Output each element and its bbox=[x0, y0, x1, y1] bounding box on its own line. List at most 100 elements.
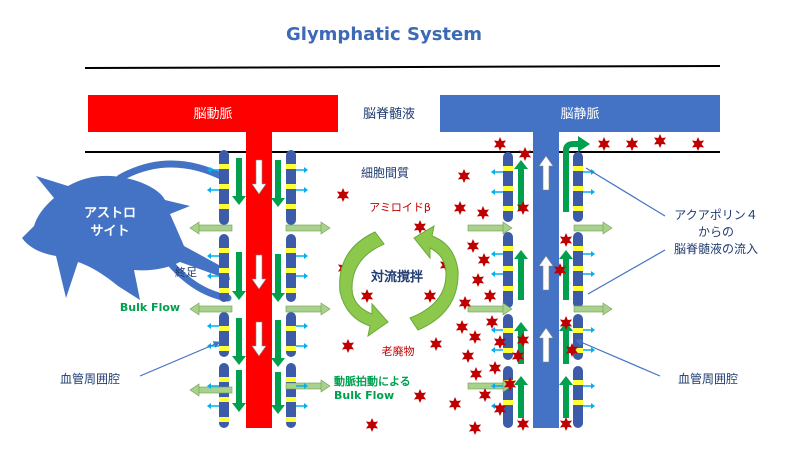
aquaporin-channel bbox=[286, 268, 296, 273]
waste-star bbox=[691, 137, 705, 151]
aquaporin-outflow-arrow-head bbox=[491, 403, 495, 409]
aquaporin-channel bbox=[503, 206, 513, 211]
waste-star bbox=[653, 134, 667, 148]
aquaporin-channel bbox=[286, 326, 296, 331]
aquaporin-channel bbox=[219, 248, 229, 253]
waste-star bbox=[461, 349, 475, 363]
aquaporin-channel bbox=[219, 204, 229, 209]
aquaporin-label-line1: アクアポリン４ bbox=[674, 208, 757, 222]
bulk-flow-arrow-vein-out-head bbox=[602, 221, 613, 235]
aquaporin-outflow-arrow-head bbox=[304, 253, 308, 259]
aquaporin-channel bbox=[503, 348, 513, 353]
endfoot-label: 終足 bbox=[175, 265, 197, 279]
waste-star bbox=[413, 389, 427, 403]
perivascular-right-label: 血管周囲腔 bbox=[678, 371, 738, 386]
astrocyte-body bbox=[22, 175, 230, 300]
aquaporin-channel bbox=[573, 206, 583, 211]
bulk-flow-arrow-vein-out-head bbox=[602, 302, 613, 316]
artery-left-flow-arrow-head bbox=[232, 356, 246, 365]
aquaporin-outflow-arrow-head bbox=[591, 383, 595, 389]
aquaporin-outflow-arrow-head bbox=[491, 271, 495, 277]
vein-left-flow-arrow-head bbox=[514, 250, 528, 259]
diagram-title: Glymphatic System bbox=[286, 24, 482, 45]
waste-star bbox=[559, 417, 573, 431]
vessel-wall-segment bbox=[573, 314, 583, 360]
bulk-flow-arrow-left-head bbox=[189, 383, 200, 397]
aquaporin-channel bbox=[286, 346, 296, 351]
waste-star bbox=[455, 320, 469, 334]
vessel-walls bbox=[219, 150, 583, 428]
waste-star bbox=[413, 220, 427, 234]
aquaporin-channel bbox=[286, 204, 296, 209]
bulk-flow-arrow-left bbox=[197, 305, 233, 313]
waste-star bbox=[503, 377, 517, 391]
aquaporin-outflow-arrow-head bbox=[207, 167, 211, 173]
artery-horizontal bbox=[88, 95, 338, 132]
waste-star bbox=[478, 388, 492, 402]
vessel-wall-segment bbox=[573, 366, 583, 428]
waste-star bbox=[559, 233, 573, 247]
astrocyte-label-line2: サイト bbox=[90, 224, 129, 239]
aquaporin-channel bbox=[503, 400, 513, 405]
waste-star bbox=[466, 239, 480, 253]
bulk-flow-arrow-vein-head bbox=[502, 302, 513, 316]
vein-flow-arrows bbox=[538, 155, 554, 363]
csf-label: 脳脊髄液 bbox=[363, 107, 415, 122]
aquaporin-channel bbox=[503, 286, 513, 291]
waste-star bbox=[336, 188, 350, 202]
aquaporin-channel bbox=[286, 248, 296, 253]
waste-star bbox=[493, 402, 507, 416]
waste-star bbox=[476, 206, 490, 220]
bulk-flow-arrow-vein bbox=[467, 224, 505, 232]
vein-outlet-flow-arrow-head bbox=[578, 136, 590, 152]
bulk-flow-label: Bulk Flow bbox=[120, 301, 180, 314]
vein-left-flow-arrow-head bbox=[514, 160, 528, 169]
artery-label: 脳動脈 bbox=[193, 107, 232, 122]
interstitium-label: 細胞間質 bbox=[361, 165, 409, 180]
artery-flow-arrow bbox=[251, 159, 267, 195]
aquaporin-outflow-arrow-head bbox=[304, 383, 308, 389]
aquaporin-channel bbox=[219, 288, 229, 293]
artery-left-flow-arrow-head bbox=[232, 403, 246, 412]
aquaporin-channel bbox=[219, 346, 229, 351]
waste-star bbox=[423, 289, 437, 303]
aquaporin-channel bbox=[219, 377, 229, 382]
waste-star bbox=[511, 349, 525, 363]
aquaporin-outflow-arrow-head bbox=[491, 189, 495, 195]
aquaporin-channel bbox=[219, 326, 229, 331]
convection-label: 対流撹拌 bbox=[370, 269, 423, 285]
waste-star bbox=[483, 289, 497, 303]
waste-star bbox=[477, 253, 491, 267]
aquaporin-channel bbox=[503, 186, 513, 191]
aquaporin-outflow-arrow-head bbox=[304, 187, 308, 193]
vein-outlet-flow-arrow bbox=[563, 141, 580, 212]
artery-flow-arrows bbox=[251, 159, 267, 357]
waste-star bbox=[469, 367, 483, 381]
aquaporin-outflow-arrow-head bbox=[207, 323, 211, 329]
bulk-flow-arrow-right bbox=[285, 305, 323, 313]
vein-left-flow-arrow-head bbox=[514, 376, 528, 385]
waste-star bbox=[429, 337, 443, 351]
vessel-wall-segment bbox=[503, 314, 513, 360]
waste-star bbox=[448, 397, 462, 411]
perivascular-right-pointer bbox=[575, 339, 661, 377]
convection-arrow-left bbox=[339, 231, 389, 338]
bulk-flow-arrow-left-head bbox=[189, 221, 200, 235]
waste-star bbox=[457, 169, 471, 183]
convection-arrow-right bbox=[409, 224, 459, 331]
aquaporin-channel bbox=[286, 417, 296, 422]
waste-star bbox=[516, 201, 530, 215]
aquaporin-channel bbox=[286, 184, 296, 189]
aquaporin-outflow-arrow-head bbox=[491, 347, 495, 353]
waste-star bbox=[365, 418, 379, 432]
aquaporin-label-line2: からの bbox=[698, 225, 734, 239]
waste-star bbox=[493, 137, 507, 151]
waste-star bbox=[468, 421, 482, 435]
aquaporin-outflow-arrow-head bbox=[207, 343, 211, 349]
aquaporin-channel bbox=[219, 164, 229, 169]
astrocyte-process-top bbox=[116, 160, 229, 182]
waste-star bbox=[458, 296, 472, 310]
bulk-flow-arrow-right-head bbox=[320, 379, 331, 393]
aquaporin-pointer-upper bbox=[585, 167, 666, 217]
